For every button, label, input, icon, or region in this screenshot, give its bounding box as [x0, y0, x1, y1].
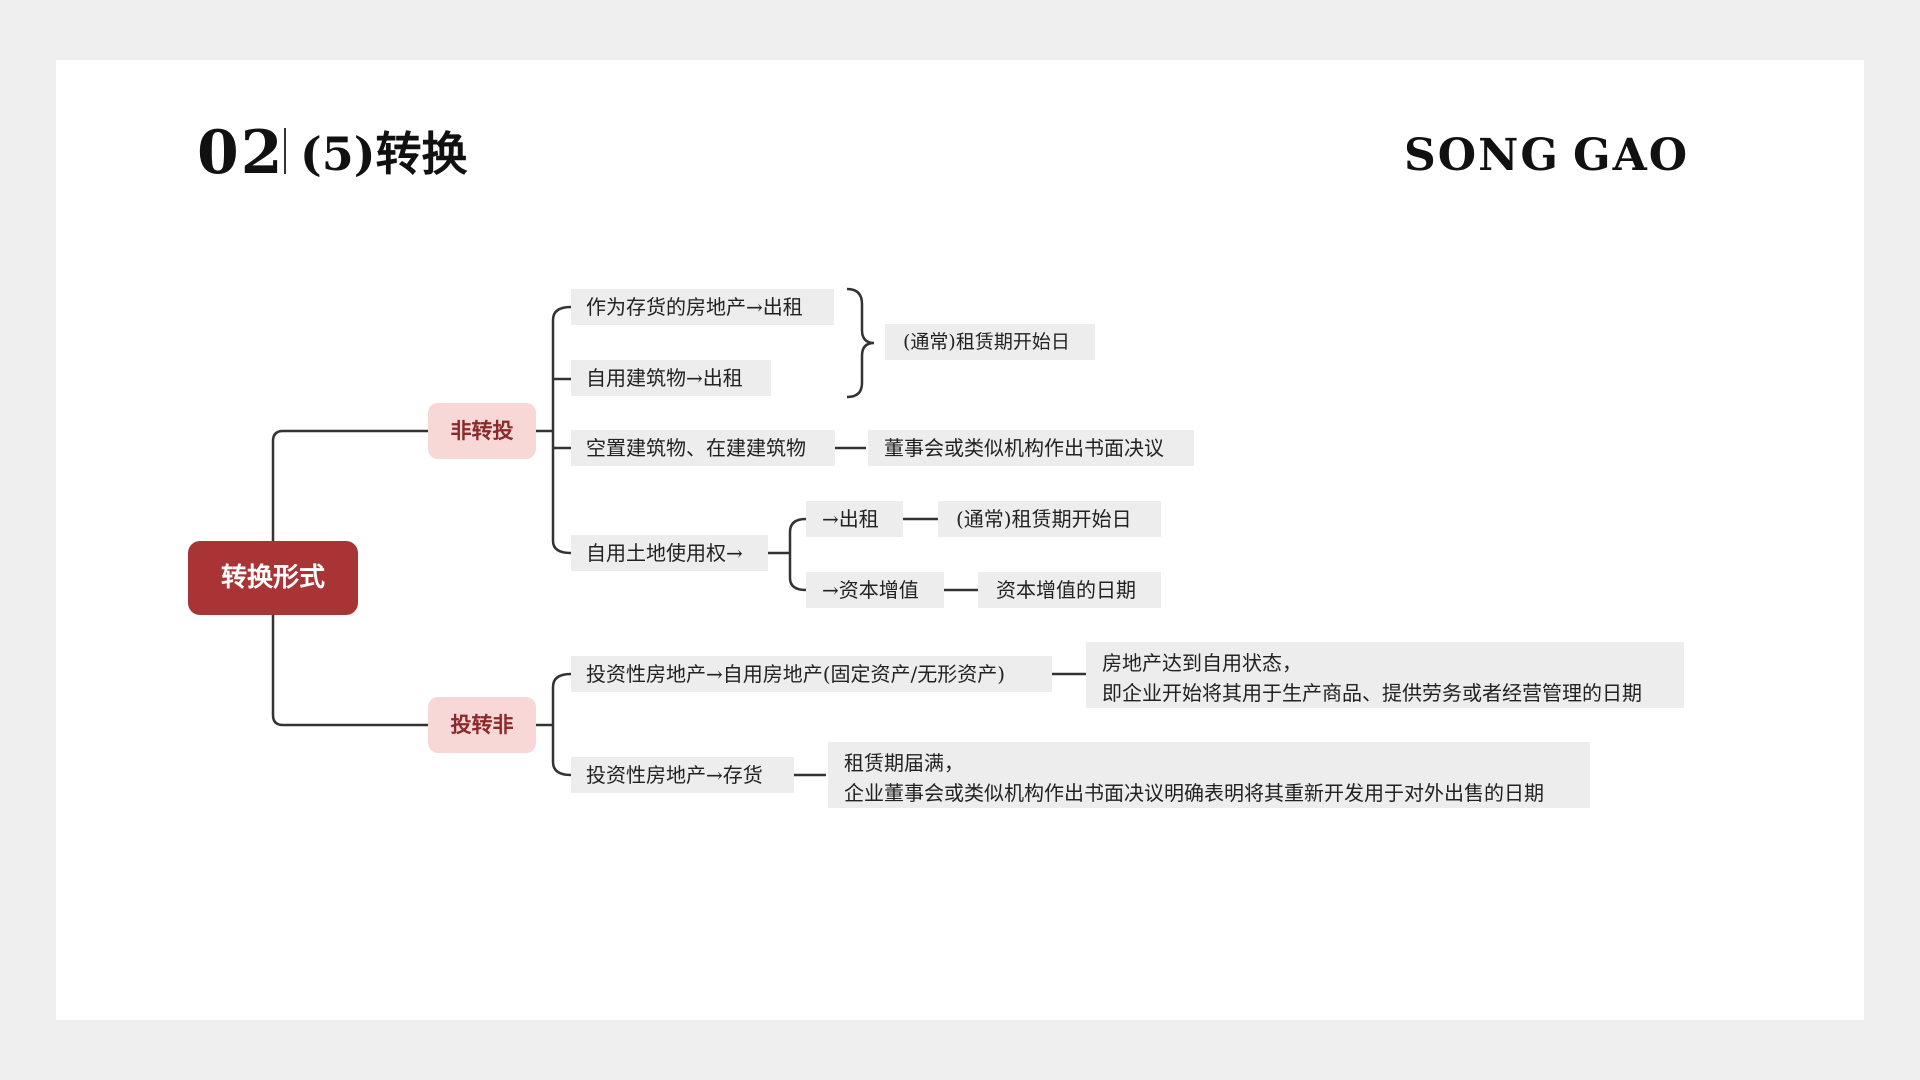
link-root-non — [271, 429, 428, 541]
category-non-to-invest: 非转投 — [428, 403, 536, 459]
node-invest-to-inventory: 投资性房地产→存货 — [571, 757, 794, 793]
lease-expire-line-1: 租赁期届满， — [844, 751, 964, 775]
node-lease-start-2: (通常)租赁期开始日 — [938, 501, 1161, 537]
node-selfuse-rent: 自用建筑物→出租 — [571, 360, 771, 396]
section-number: 02 — [197, 118, 285, 188]
header-divider — [284, 128, 286, 174]
selfuse-state-line-1: 房地产达到自用状态， — [1102, 651, 1302, 675]
page-title: (5)转换 — [300, 127, 468, 181]
curly-brace — [846, 287, 875, 399]
bracket-invest — [551, 672, 572, 777]
node-appreciation-date: 资本增值的日期 — [978, 572, 1161, 608]
brand-song: SONG — [1404, 130, 1560, 181]
selfuse-state-line-2: 即企业开始将其用于生产商品、提供劳务或者经营管理的日期 — [1102, 681, 1642, 705]
node-lease-start-1: (通常)租赁期开始日 — [885, 324, 1095, 360]
node-lease-expire: 租赁期届满， 企业董事会或类似机构作出书面决议明确表明将其重新开发用于对外出售的… — [828, 742, 1590, 808]
node-land-use-right: 自用土地使用权→ — [571, 535, 768, 571]
link-root-invest — [271, 615, 428, 727]
node-invest-to-selfuse: 投资性房地产→自用房地产(固定资产/无形资产) — [571, 656, 1052, 692]
node-selfuse-state: 房地产达到自用状态， 即企业开始将其用于生产商品、提供劳务或者经营管理的日期 — [1086, 642, 1684, 708]
node-to-appreciation: →资本增值 — [806, 572, 944, 608]
node-to-rent: →出租 — [806, 501, 903, 537]
brand-gao: GAO — [1573, 130, 1690, 181]
bracket-land — [788, 517, 807, 592]
lease-expire-line-2: 企业董事会或类似机构作出书面决议明确表明将其重新开发用于对外出售的日期 — [844, 781, 1544, 805]
node-board-decision: 董事会或类似机构作出书面决议 — [868, 430, 1194, 466]
slide-panel — [56, 60, 1864, 1020]
bracket-non — [551, 305, 572, 555]
node-inventory-rent: 作为存货的房地产→出租 — [571, 289, 834, 325]
category-invest-to-non: 投转非 — [428, 697, 536, 753]
root-node: 转换形式 — [188, 541, 358, 615]
node-vacant-building: 空置建筑物、在建建筑物 — [571, 430, 835, 466]
